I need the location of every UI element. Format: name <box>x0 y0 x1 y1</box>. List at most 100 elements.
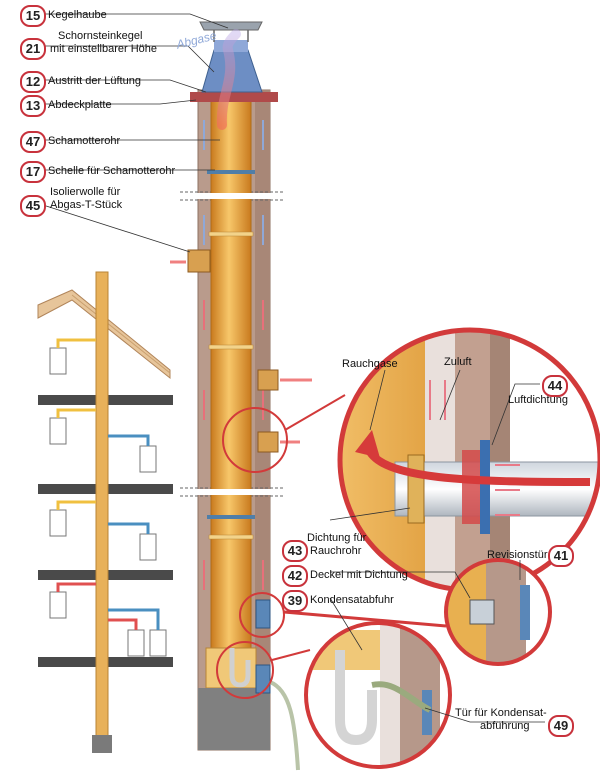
badge-47: 47 <box>20 131 46 153</box>
label-tuer-kondensat-2: abführung <box>480 720 530 732</box>
flue-pipe-small <box>108 618 138 630</box>
boiler-unit <box>139 533 157 561</box>
zoom1-air-arrows <box>429 380 520 516</box>
badge-39: 39 <box>282 590 308 612</box>
zoom-link <box>271 649 311 661</box>
small-chimney-base <box>92 735 112 753</box>
liner-joint <box>208 344 254 350</box>
zoom-detail-revision <box>444 558 552 666</box>
house-overview <box>37 271 173 753</box>
badge-43: 43 <box>282 540 308 562</box>
leader-lines <box>42 13 545 723</box>
label-abdeckplatte: Abdeckplatte <box>48 99 112 111</box>
badge-41: 41 <box>548 545 574 567</box>
label-schamotterohr: Schamotterohr <box>48 135 121 147</box>
flue-pipe-small <box>108 434 150 446</box>
zoom1-smoke-arrowhead <box>355 430 380 458</box>
house-roof <box>37 289 171 380</box>
label-revisionstuer: Revisionstür <box>487 549 548 561</box>
revision-door <box>255 599 271 629</box>
badge-44: 44 <box>542 375 568 397</box>
label-deckel: Deckel mit Dichtung <box>310 569 408 581</box>
flue-pipe-small <box>56 582 96 592</box>
flue-pipe-small <box>56 338 96 348</box>
label-zuluft: Zuluft <box>444 356 472 368</box>
boiler-unit <box>49 417 67 445</box>
flue-pipe-small <box>108 522 150 534</box>
boiler-unit <box>139 445 157 473</box>
flue-pipe-small <box>56 500 96 510</box>
zoom-detail-condensate <box>304 621 452 769</box>
zoom2-air <box>380 623 400 767</box>
label-luftdichtung: Luftdichtung <box>508 394 568 406</box>
liner-clamp <box>207 515 255 519</box>
label-kondensatabfuhr: Kondensatabfuhr <box>310 594 394 606</box>
label-schelle: Schelle für Schamotterohr <box>48 165 176 177</box>
badge-49: 49 <box>548 715 574 737</box>
zoom1-brick-dark <box>490 330 510 590</box>
cover-plate <box>190 92 278 102</box>
label-schornsteinkegel: Schornsteinkegel <box>58 30 143 42</box>
badge-15: 15 <box>20 5 46 27</box>
label-dichtung-rauchrohr-2: Rauchrohr <box>310 545 362 557</box>
exhaust-plume <box>216 29 241 130</box>
label-tuer-kondensat: Tür für Kondensat- <box>455 707 547 719</box>
cut-gap <box>180 193 285 199</box>
boiler-unit <box>49 591 67 619</box>
side-connections <box>170 249 312 771</box>
connection-stub <box>187 249 211 273</box>
condensate-hose <box>269 680 300 771</box>
main-chimney <box>180 84 285 751</box>
label-dichtung-rauchrohr: Dichtung für <box>307 532 367 544</box>
zoom-marker-3 <box>216 641 274 699</box>
zoom-detail-flue-connection <box>337 327 600 593</box>
flue-pipe-small <box>108 608 160 630</box>
cowl-hat <box>199 21 263 31</box>
zoom3-ring <box>444 558 552 666</box>
zoom2-hose <box>371 681 432 713</box>
boiler-unit <box>49 509 67 537</box>
label-kegelhaube: Kegelhaube <box>48 9 107 21</box>
liner-joint <box>208 231 254 237</box>
zoom-marker-1 <box>222 407 288 473</box>
boiler-unit <box>127 629 145 657</box>
liner-clamp <box>207 170 255 174</box>
badge-42: 42 <box>282 565 308 587</box>
flue-pipe-small <box>56 408 96 418</box>
badge-21: 21 <box>20 38 46 60</box>
air-arrows <box>203 300 264 590</box>
badge-17: 17 <box>20 161 46 183</box>
zoom1-seal <box>407 454 425 524</box>
small-chimney <box>95 271 109 751</box>
zoom2-trap <box>335 650 377 746</box>
zoom1-smoke-arrow <box>364 446 591 486</box>
roof-tile-line <box>71 294 171 374</box>
label-austritt: Austritt der Lüftung <box>48 75 141 87</box>
zoom-marker-2 <box>239 592 285 638</box>
condensate-trap <box>229 648 251 688</box>
flue-liner <box>210 84 252 651</box>
boiler-unit <box>49 347 67 375</box>
label-rauchgase: Rauchgase <box>342 358 398 370</box>
zoom-link <box>284 394 346 431</box>
badge-45: 45 <box>20 195 46 217</box>
liner-joint <box>208 534 254 540</box>
zoom2-door <box>422 690 432 735</box>
connection-stub <box>257 369 279 391</box>
label-isolierwolle: Isolierwolle für <box>50 186 121 198</box>
cut-gap <box>180 489 285 495</box>
connection-stub <box>257 431 279 453</box>
chimney-cap <box>190 21 278 130</box>
condensate-door <box>255 664 271 694</box>
air-arrows-blue <box>203 120 264 245</box>
label-isolierwolle-2: Abgas-T-Stück <box>50 199 123 211</box>
boiler-group <box>49 338 167 657</box>
badge-12: 12 <box>20 71 46 93</box>
chimney-foundation <box>198 688 270 750</box>
zoom3-cover <box>469 599 495 625</box>
zoom2-ring <box>304 621 452 769</box>
boiler-unit <box>149 629 167 657</box>
label-schornsteinkegel-2: mit einstellbarer Höhe <box>50 43 157 55</box>
